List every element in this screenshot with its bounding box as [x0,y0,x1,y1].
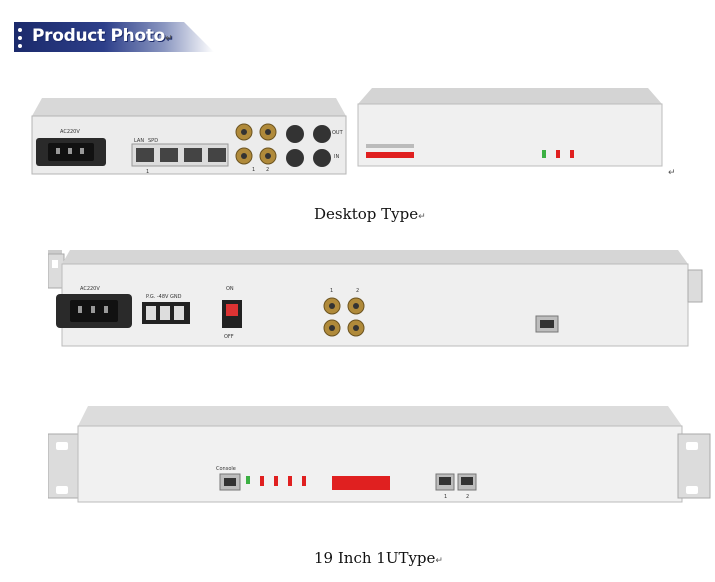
rack-rear-photo: AC220V P.G. -48V GND ON OFF 1 2 [48,250,703,347]
rack-front-console-label: Console [216,466,236,472]
rack-rear-bnc2-label: 2 [356,288,359,294]
desktop-rear-in-label: IN [334,154,339,160]
rack-front-eth2: 2 [466,494,469,500]
rack-rear-terminal-label: P.G. -48V GND [146,294,182,300]
rack-rear-switch-off: OFF [224,334,234,340]
desktop-front-return-mark: ↵ [668,168,676,178]
rack-front-eth1: 1 [444,494,447,500]
rack-front-photo: Console 1 2 [48,406,711,503]
banner-dots-icon [18,28,23,52]
desktop-rear-bnc1: 1 [252,167,255,173]
desktop-rear-out-label: OUT [332,130,344,136]
rack-rear-power-label: AC220V [80,286,100,292]
header-banner [14,22,214,52]
page-title: Product Photo↵ [32,26,173,46]
caption-desktop-type: Desktop Type↵ [314,205,426,223]
desktop-rear-port1: 1 [146,169,149,175]
caption-rack-type: 19 Inch 1UType↵ [314,549,443,567]
desktop-rear-photo: AC220V LAN SPD 1 1 2 OUT IN [31,98,347,175]
desktop-rear-power-label: AC220V [60,129,80,135]
rack-rear-bnc1-label: 1 [330,288,333,294]
desktop-rear-lan-label: LAN [134,138,144,144]
desktop-front-photo [357,88,663,167]
desktop-rear-wan-label: SPD [148,138,158,144]
rack-rear-switch-on: ON [226,286,234,292]
desktop-rear-bnc2: 2 [266,167,269,173]
